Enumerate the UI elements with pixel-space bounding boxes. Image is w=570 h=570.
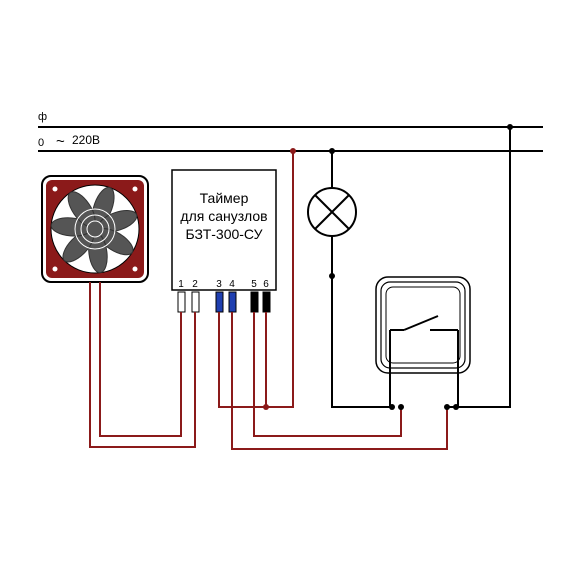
terminal-1	[177, 291, 186, 313]
terminal-label-6: 6	[263, 279, 269, 290]
neutral-label: 0	[38, 137, 44, 149]
exhaust-fan	[41, 175, 149, 283]
junction-dots	[263, 124, 513, 410]
mains-wiring	[331, 127, 511, 408]
terminal-6	[262, 291, 271, 313]
lamp	[307, 187, 357, 237]
terminal-label-3: 3	[216, 279, 222, 290]
terminal-4	[228, 291, 237, 313]
voltage-label: 220В	[72, 133, 100, 147]
terminal-2	[191, 291, 200, 313]
timer-title-line2: для санузлов	[180, 208, 267, 224]
timer-title-line3: БЗТ-300-СУ	[186, 226, 263, 242]
control-wiring	[89, 151, 448, 450]
terminal-label-1: 1	[178, 279, 184, 290]
timer-title-line1: Таймер	[200, 190, 249, 206]
terminal-5	[250, 291, 259, 313]
phase-label: ф	[38, 111, 47, 123]
timer-box: Таймер для санузлов БЗТ-300-СУ 1 2 3 4 5…	[171, 169, 277, 291]
terminal-label-2: 2	[192, 279, 198, 290]
wall-switch	[375, 276, 471, 374]
terminal-3	[215, 291, 224, 313]
terminal-label-5: 5	[251, 279, 257, 290]
terminal-label-4: 4	[229, 279, 235, 290]
tilde-symbol: ~	[56, 133, 65, 150]
